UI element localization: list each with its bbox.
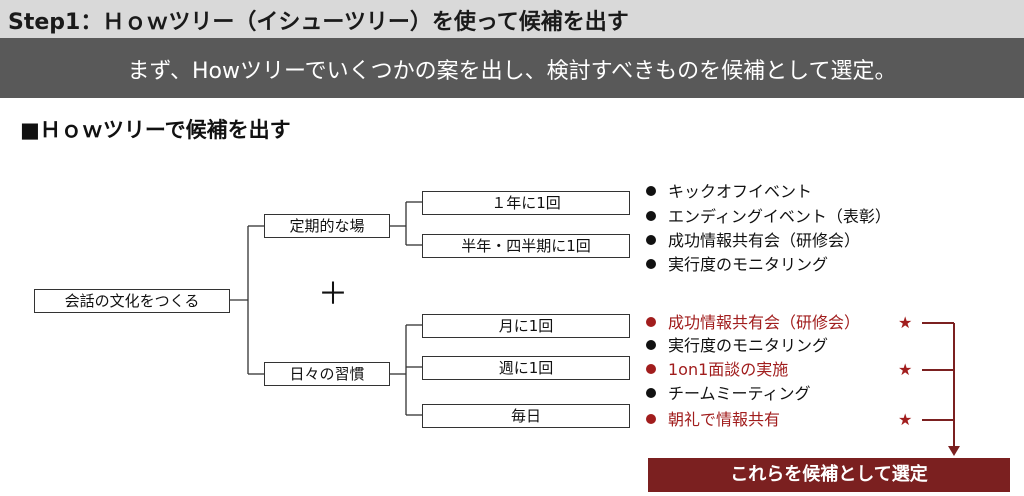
list-item-highlighted: 朝礼で情報共有 [646, 409, 780, 431]
bullet-icon [646, 340, 656, 350]
list-item: キックオフイベント [646, 181, 812, 203]
list-item-highlighted: 成功情報共有会（研修会） [646, 312, 860, 334]
title-bar: Step1：Ｈｏｗツリー（イシューツリー）を使って候補を出す [0, 0, 1024, 38]
star-icon: ★ [898, 410, 913, 429]
bullet-icon [646, 364, 656, 374]
frequency-daily: 毎日 [422, 404, 630, 428]
list-item-highlighted: 1on1面談の実施 [646, 359, 788, 381]
frequency-weekly: 週に1回 [422, 356, 630, 380]
bullet-icon [646, 414, 656, 424]
bullet-icon [646, 388, 656, 398]
bullet-icon [646, 259, 656, 269]
bullet-icon [646, 317, 656, 327]
list-item: 実行度のモニタリング [646, 254, 828, 276]
bullet-icon [646, 186, 656, 196]
list-item: 実行度のモニタリング [646, 335, 828, 357]
list-item: チームミーティング [646, 383, 811, 405]
frequency-yearly: １年に1回 [422, 191, 630, 215]
frequency-monthly: 月に1回 [422, 314, 630, 338]
bullet-icon [646, 211, 656, 221]
page-subtitle: まず、Howツリーでいくつかの案を出し、検討すべきものを候補として選定。 [127, 59, 897, 84]
selection-banner: これらを候補として選定 [648, 458, 1010, 492]
subtitle-bar: まず、Howツリーでいくつかの案を出し、検討すべきものを候補として選定。 [0, 38, 1024, 98]
frequency-half-quarterly: 半年・四半期に1回 [422, 234, 630, 258]
branch-regular-meetings: 定期的な場 [264, 214, 390, 238]
page-title: Step1：Ｈｏｗツリー（イシューツリー）を使って候補を出す [8, 10, 629, 35]
bullet-icon [646, 235, 656, 245]
star-icon: ★ [898, 313, 913, 332]
list-item: 成功情報共有会（研修会） [646, 230, 860, 252]
tree-root: 会話の文化をつくる [34, 289, 230, 313]
star-icon: ★ [898, 360, 913, 379]
list-item: エンディングイベント（表彰） [646, 206, 891, 228]
branch-daily-habits: 日々の習慣 [264, 362, 390, 386]
plus-sign: ＋ [318, 277, 348, 312]
section-heading: ■Ｈｏｗツリーで候補を出す [20, 118, 291, 142]
